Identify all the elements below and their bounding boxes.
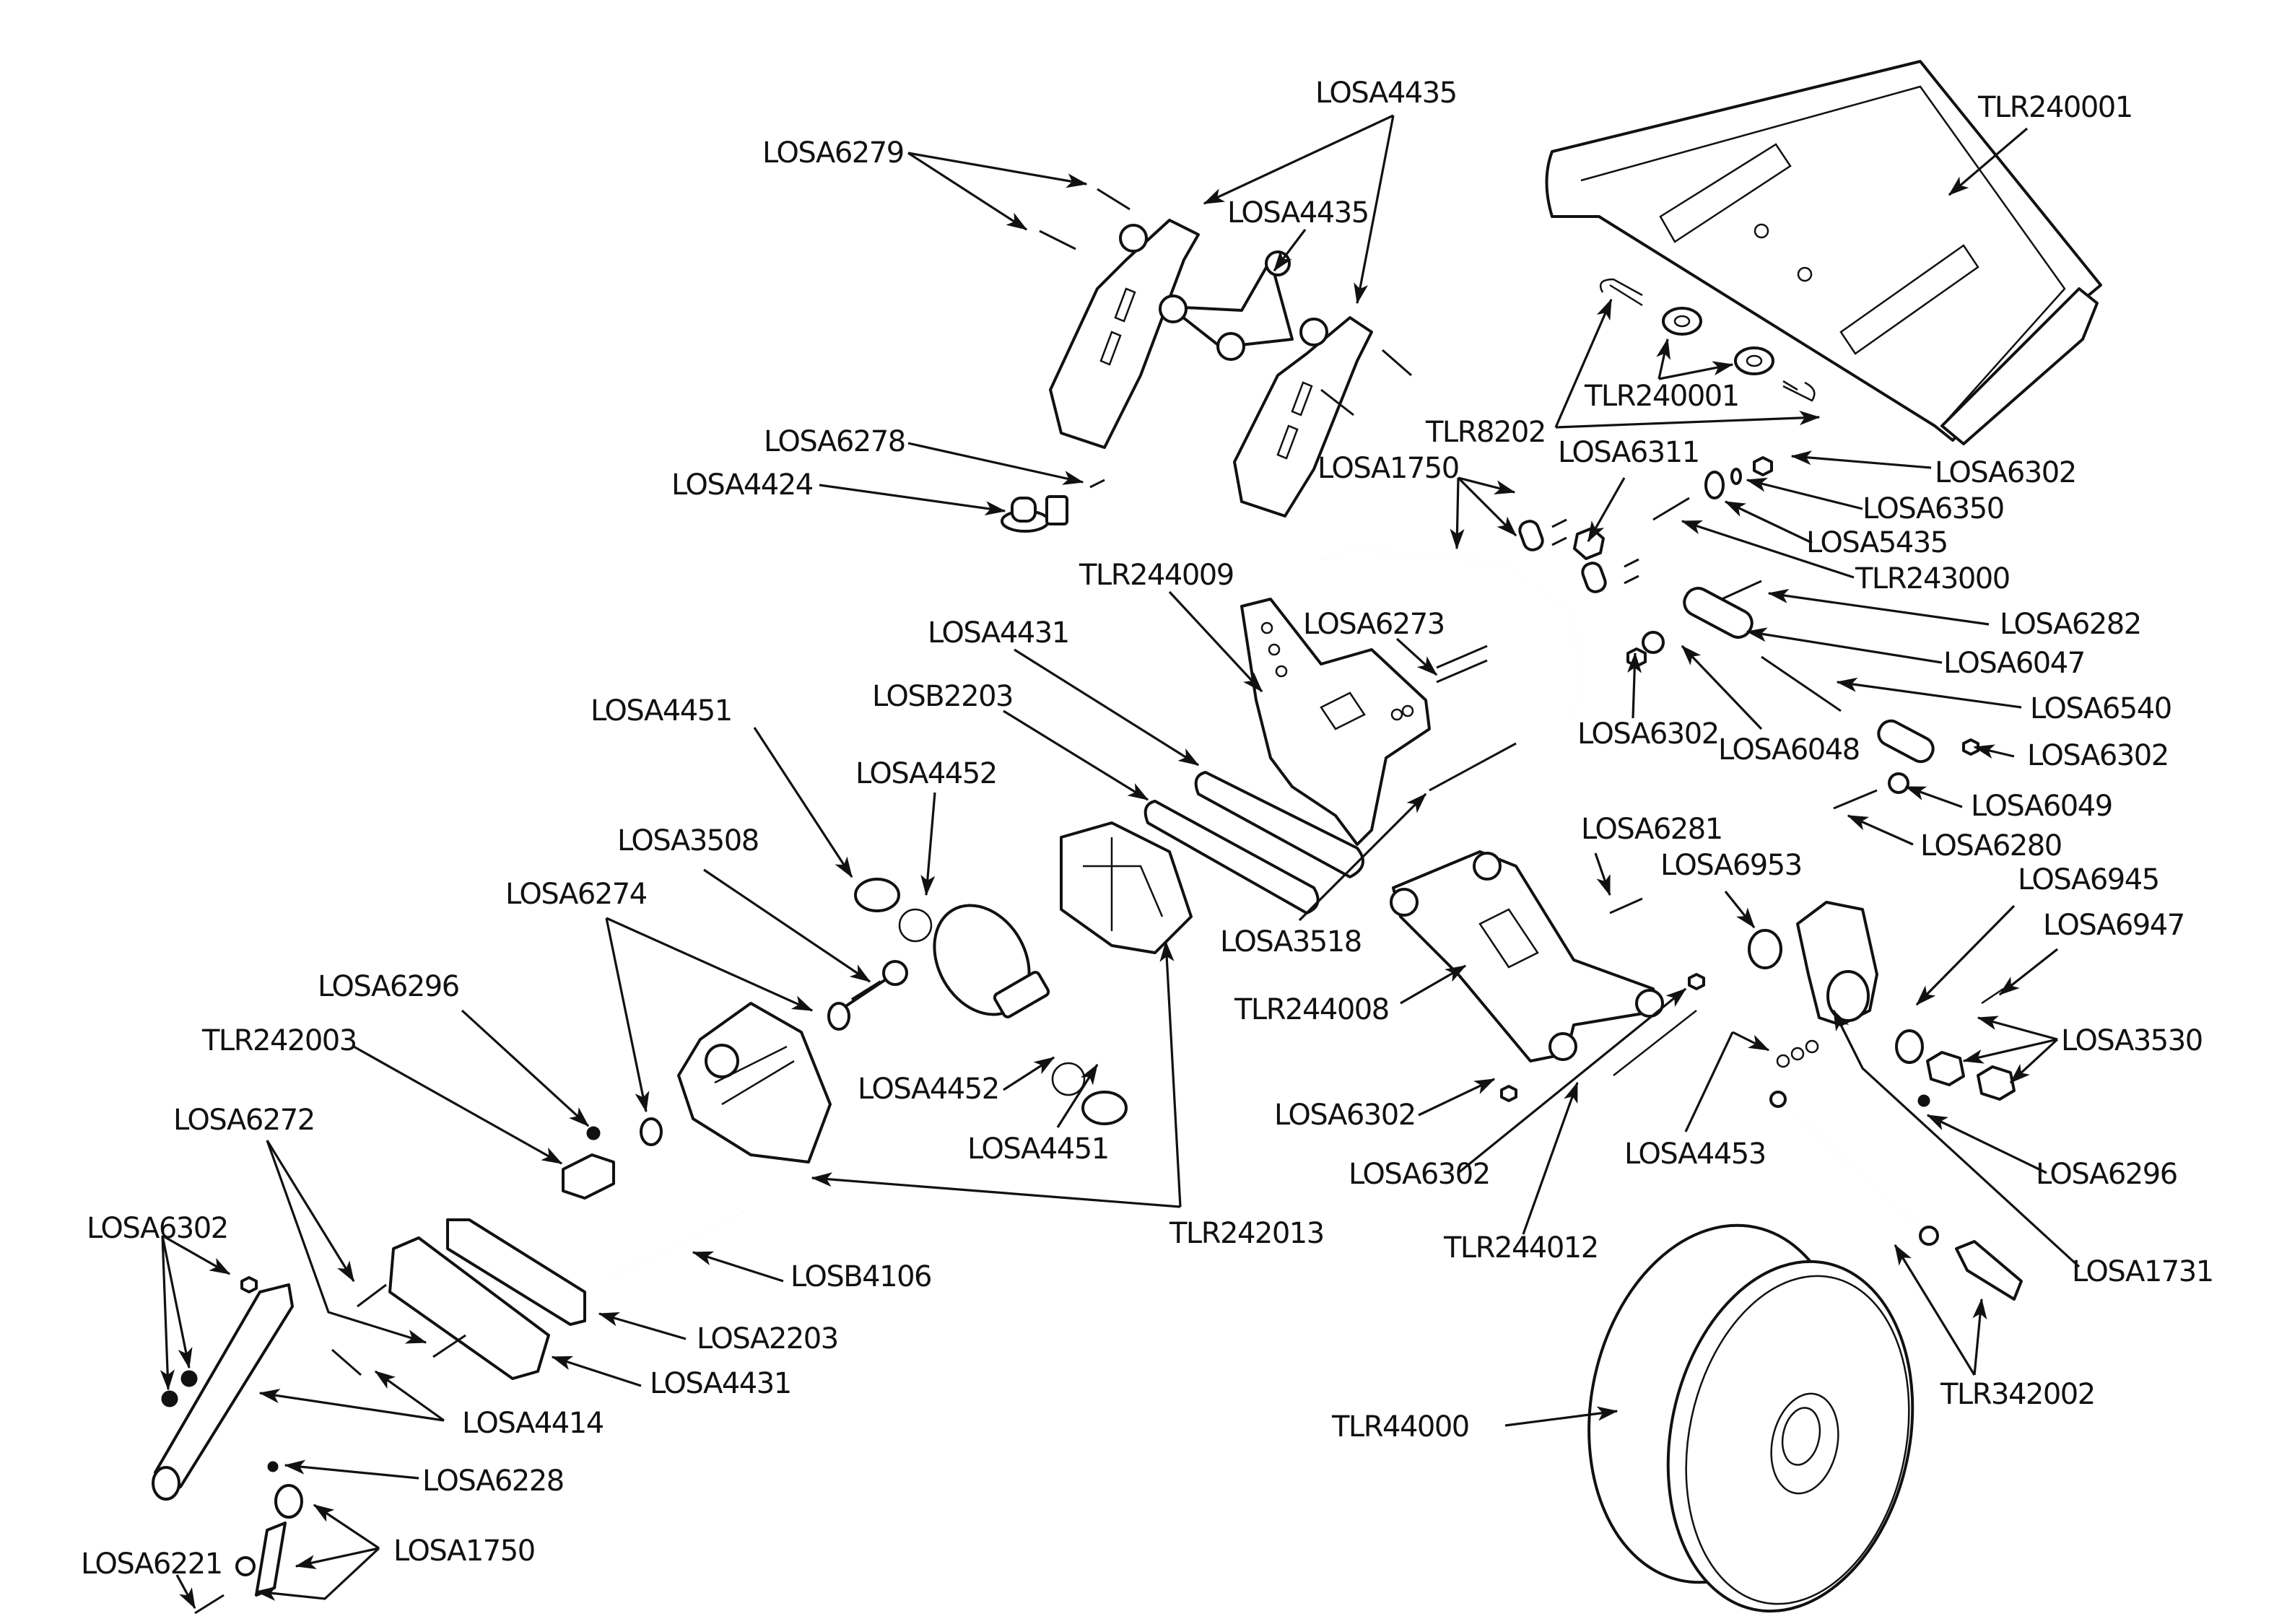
tower-screws bbox=[1429, 645, 1517, 792]
wing-hardware bbox=[1599, 278, 1816, 402]
sway-link-parts bbox=[194, 1461, 303, 1615]
label-losa4453: LOSA4453 bbox=[1624, 1138, 1766, 1171]
sway-bar-part bbox=[1324, 547, 1582, 715]
wing-mount-left bbox=[1049, 219, 1200, 449]
label-losb4106: LOSB4106 bbox=[790, 1260, 931, 1293]
label-losa6047: LOSA6047 bbox=[1943, 647, 2085, 680]
wing-button-part bbox=[1001, 495, 1068, 533]
label-losa1750-bot: LOSA1750 bbox=[393, 1534, 535, 1568]
label-tlr244008: TLR244008 bbox=[1234, 993, 1389, 1026]
label-losa6273: LOSA6273 bbox=[1303, 608, 1445, 641]
label-losa6302-a: LOSA6302 bbox=[1935, 456, 2076, 489]
sway-bar-blocks bbox=[1518, 518, 1639, 593]
label-losa6350: LOSA6350 bbox=[1863, 492, 2004, 525]
label-losa6048: LOSA6048 bbox=[1718, 733, 1860, 767]
front-hinge-pin bbox=[609, 1211, 744, 1279]
sway-bar-arm-part bbox=[152, 1276, 294, 1501]
label-losa5435: LOSA5435 bbox=[1806, 526, 1948, 559]
label-losa6274: LOSA3518 bbox=[1220, 925, 1362, 959]
label-losa6302-d: LOSA6302 bbox=[1274, 1099, 1416, 1132]
label-tlr342002: TLR342002 bbox=[1940, 1378, 2095, 1411]
leader-lines bbox=[160, 114, 2081, 1610]
label-tlr242003: TLR242003 bbox=[201, 1024, 357, 1057]
label-losa4451-bot: LOSA4451 bbox=[967, 1132, 1109, 1166]
label-tlr243000: TLR243000 bbox=[1855, 562, 2010, 595]
wing-mount-screws bbox=[1039, 188, 1412, 489]
label-losa6302-c: LOSA6302 bbox=[2027, 739, 2169, 772]
label-losa6296-left: LOSA6296 bbox=[318, 970, 459, 1003]
label-losa4452-top: LOSA4452 bbox=[855, 757, 997, 790]
label-losa6302-e: LOSA6302 bbox=[1349, 1158, 1490, 1191]
label-losa6221: LOSA6221 bbox=[81, 1547, 222, 1581]
label-losa6228: LOSA6228 bbox=[422, 1464, 564, 1498]
label-losa6281: LOSA6281 bbox=[1581, 813, 1722, 846]
label-losa6279: LOSA6279 bbox=[762, 136, 904, 170]
label-losa6311: LOSA6311 bbox=[1558, 436, 1699, 469]
gearbox-front-half bbox=[677, 1002, 832, 1164]
label-losa6296-right: LOSA6296 bbox=[2036, 1158, 2177, 1191]
label-losa6278: LOSA6278 bbox=[764, 425, 905, 458]
label-tlr240001-top: TLR240001 bbox=[1977, 91, 2133, 124]
label-tlr244009: TLR244009 bbox=[1079, 559, 1234, 592]
label-losa4435-top: LOSA4435 bbox=[1315, 77, 1457, 110]
shock-tower-part bbox=[1240, 598, 1431, 846]
hub-carrier-part bbox=[1748, 901, 2016, 1107]
gearbox-rear-half bbox=[1060, 821, 1193, 954]
label-tlr8202: TLR8202 bbox=[1425, 416, 1546, 449]
label-losa6947: LOSA6274 bbox=[505, 878, 647, 911]
parts-layer bbox=[152, 60, 2102, 1615]
wheel-part bbox=[1587, 1223, 1914, 1613]
label-losa4424: LOSA4424 bbox=[671, 468, 813, 502]
differential-part bbox=[562, 878, 1128, 1200]
label-losa4431-top: LOSA4431 bbox=[928, 616, 1069, 650]
label-losa6302-b: LOSA6302 bbox=[1577, 717, 1719, 751]
label-losa3530: LOSA3530 bbox=[2061, 1024, 2203, 1057]
label-losa6953: LOSA6953 bbox=[1660, 849, 1802, 882]
label-losa4414: LOSA4414 bbox=[462, 1407, 604, 1440]
label-losa6280: LOSA6280 bbox=[1920, 829, 2062, 863]
label-tlr240001-mid: TLR240001 bbox=[1584, 380, 1739, 413]
label-tlr244012: TLR244012 bbox=[1443, 1231, 1598, 1265]
label-losa4452-bot: LOSA4452 bbox=[858, 1073, 999, 1106]
label-losa2203: LOSA2203 bbox=[697, 1322, 838, 1355]
label-tlr242013: TLR242013 bbox=[1169, 1217, 1324, 1250]
label-losa6302-f: LOSA6302 bbox=[87, 1212, 228, 1245]
label-losa1731: LOSA1731 bbox=[2072, 1255, 2213, 1288]
rear-suspension-arm-part bbox=[1390, 850, 1705, 1102]
part-labels: LOSA4435 LOSA6279 LOSA4435 TLR240001 TLR… bbox=[81, 77, 2214, 1581]
label-losb2203: LOSB2203 bbox=[872, 680, 1013, 713]
label-losa3508: LOSA3508 bbox=[617, 824, 759, 857]
label-losa6049: LOSA6049 bbox=[1971, 790, 2112, 823]
cv-driveshaft-part bbox=[1769, 1091, 2023, 1301]
rear-wing-part bbox=[1545, 60, 2102, 445]
label-losa6282: LOSA6282 bbox=[2000, 608, 2141, 641]
wing-mount-right bbox=[1233, 316, 1373, 518]
label-losa4435-mid: LOSA4435 bbox=[1227, 196, 1369, 230]
label-losa1750-top: LOSA1750 bbox=[1317, 452, 1459, 485]
label-losa6540: LOSA6540 bbox=[2030, 692, 2171, 725]
label-losa4451-top: LOSA4451 bbox=[591, 694, 732, 728]
label-losa3518: LOSA6947 bbox=[2043, 909, 2184, 942]
label-losa4431-bot: LOSA4431 bbox=[650, 1367, 791, 1400]
label-losa6272: LOSA6272 bbox=[173, 1104, 315, 1137]
label-tlr44000: TLR44000 bbox=[1331, 1410, 1469, 1444]
label-losa6945: LOSA6945 bbox=[2018, 863, 2159, 896]
pivot-block-part bbox=[331, 1218, 586, 1380]
shock-standoff-parts bbox=[1652, 456, 1773, 521]
